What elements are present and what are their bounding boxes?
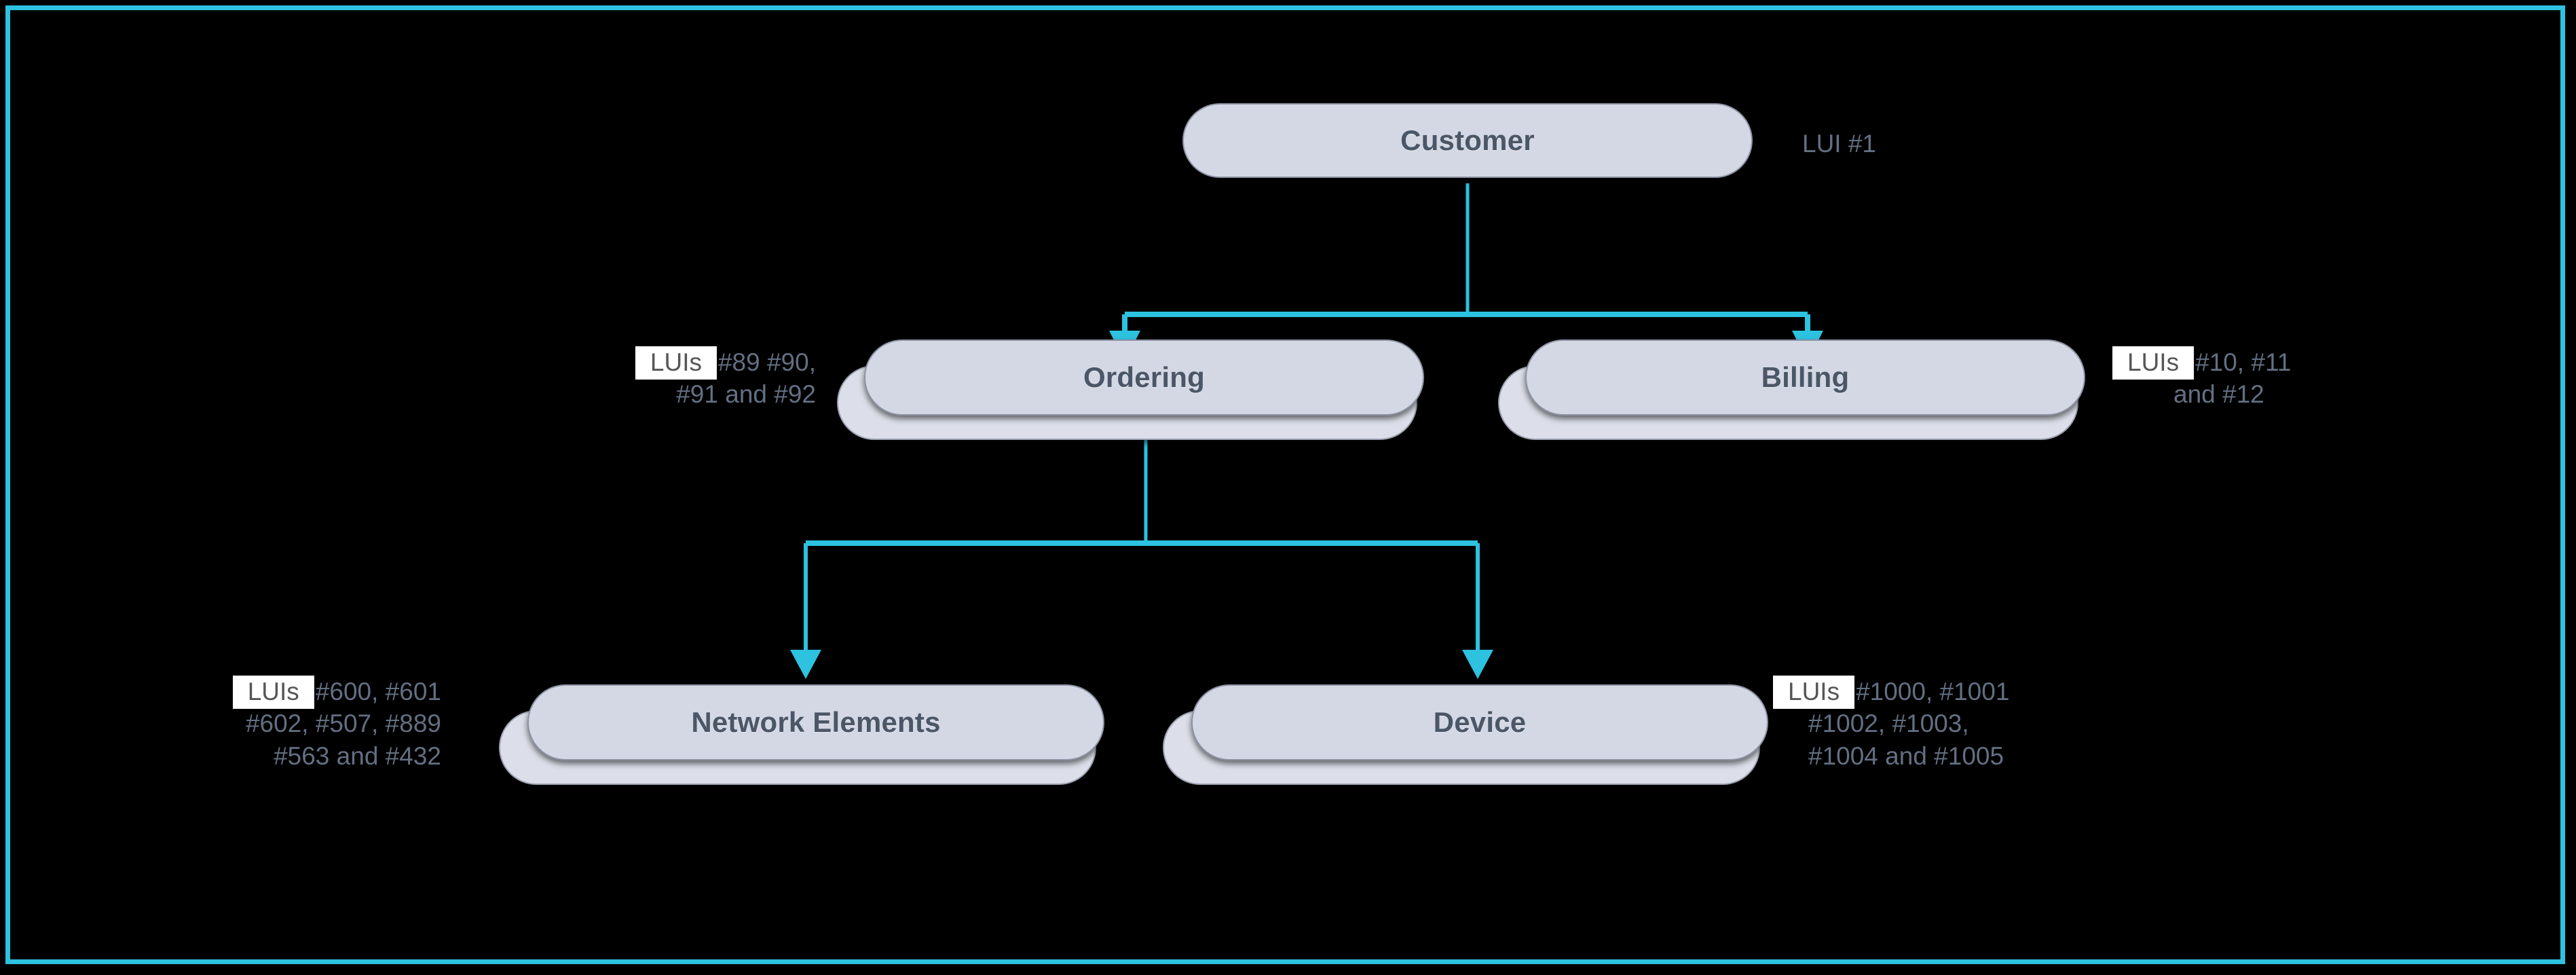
- node-ordering-label: Ordering: [1083, 361, 1205, 393]
- annotation-device-line-0: LUIs#1000, #1001: [1773, 676, 2194, 709]
- node-ordering[interactable]: Ordering: [837, 339, 1424, 440]
- arrowhead-device: [1462, 650, 1493, 679]
- annotation-billing-text-0: #10, #11: [2195, 348, 2292, 376]
- annotation-network-elements-tag: LUIs: [232, 676, 314, 709]
- annotation-device-text-2: #1004 and #1005: [1808, 741, 2004, 770]
- annotation-device-tag: LUIs: [1773, 676, 1855, 709]
- node-billing[interactable]: Billing: [1498, 339, 2085, 440]
- annotation-billing-line-0: LUIs#10, #11: [2112, 346, 2493, 380]
- annotation-customer-text: #1: [1848, 130, 1877, 158]
- annotation-network-elements-text-0: #600, #601: [315, 678, 441, 705]
- node-network-elements[interactable]: Network Elements: [499, 684, 1106, 785]
- annotation-billing-text-1: and #12: [2173, 380, 2264, 409]
- node-device-shape-front: [1191, 684, 1768, 760]
- annotation-network-elements-text-2: #563 and #432: [274, 741, 441, 770]
- arrowhead-network-elements: [790, 650, 821, 679]
- annotation-billing: LUIs#10, #11 and #12: [2112, 346, 2493, 411]
- annotation-customer: LUI #1: [1802, 128, 1876, 160]
- annotation-device: LUIs#1000, #1001 #1002, #1003, #1004 and…: [1773, 676, 2194, 772]
- node-network-elements-label: Network Elements: [691, 706, 941, 738]
- annotation-ordering-text-0: #89 #90,: [717, 348, 816, 376]
- node-device-label: Device: [1433, 706, 1527, 738]
- annotation-customer-tag: LUI: [1802, 130, 1842, 158]
- annotation-device-text-0: #1000, #1001: [1856, 678, 2010, 705]
- node-ordering-shape-front: [864, 339, 1424, 416]
- annotation-billing-tag: LUIs: [2112, 346, 2195, 380]
- annotation-ordering-tag: LUIs: [635, 346, 717, 380]
- annotation-network-elements: LUIs#600, #601 #602, #507, #889 #563 and…: [95, 676, 441, 772]
- node-billing-label: Billing: [1761, 361, 1850, 393]
- node-billing-shape-front: [1525, 339, 2085, 416]
- node-customer[interactable]: Customer: [1182, 103, 1753, 178]
- node-customer-shape: [1182, 103, 1753, 178]
- annotation-customer-line-0: LUI #1: [1802, 128, 1876, 160]
- node-network-elements-shape-front: [527, 684, 1104, 760]
- node-device[interactable]: Device: [1163, 684, 1770, 785]
- annotation-network-elements-line-0: LUIs#600, #601: [95, 676, 441, 709]
- annotation-ordering-line-0: LUIs#89 #90,: [504, 346, 816, 380]
- annotation-network-elements-text-1: #602, #507, #889: [245, 710, 441, 738]
- node-customer-label: Customer: [1400, 124, 1535, 156]
- annotation-device-text-1: #1002, #1003,: [1808, 710, 1969, 738]
- annotation-ordering: LUIs#89 #90, #91 and #92: [504, 346, 816, 411]
- annotation-ordering-text-1: #91 and #92: [676, 380, 816, 409]
